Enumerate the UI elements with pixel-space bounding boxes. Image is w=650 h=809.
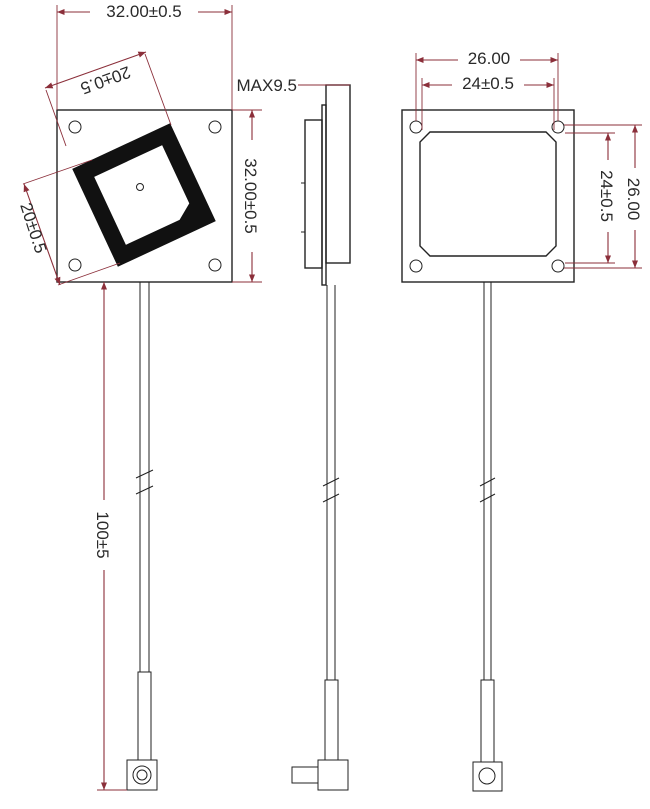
back-view: 26.00 24±0.5 24±0.5 26.00 [401,48,645,792]
patch-top-ext-right [144,53,172,126]
back-hole-bottom-left [409,259,423,273]
front-hole-top-left [68,120,82,134]
side-connector-plug [291,766,319,784]
front-connector-sleeve [137,671,152,761]
patch-side-ext-bottom [57,262,121,286]
side-view: MAX9.5 [237,76,351,791]
front-connector-pin [136,769,148,781]
back-inner-width-dim-label: 24±0.5 [462,74,514,93]
side-housing [325,84,351,264]
front-hole-top-right [208,120,222,134]
back-inner-height-dim-label: 24±0.5 [597,170,616,222]
patch-top-dim-line [44,51,147,89]
back-hole-bottom-right [551,259,565,273]
front-width-dim-label: 32.00±0.5 [106,2,182,21]
back-hole-top-left [409,120,423,134]
patch-side-dim-label: 20±0.5 [16,200,50,255]
side-connector-body [317,759,349,791]
back-outer-width-dim-label: 26.00 [468,49,511,68]
ceramic-patch [72,123,216,267]
front-cable-break [135,469,154,495]
front-width-label-bg [90,2,198,21]
patch-side-ext-top [22,159,93,185]
feed-point [136,183,144,191]
patch-top-ext-left [45,89,67,147]
front-connector-ring [132,765,152,785]
back-connector-ring [478,767,496,785]
patch-inner-face [92,143,191,247]
front-height-label-bg [242,140,262,252]
front-hole-bottom-left [68,258,82,272]
back-outer-width-label-bg [458,48,520,67]
back-outer-height-dim-label: 26.00 [624,178,643,221]
side-connector-sleeve [324,679,339,761]
patch-side-dim-line [23,183,61,286]
back-connector-sleeve [480,679,495,763]
front-height-dim-label: 32.00±0.5 [241,158,260,234]
cable-length-dim-label: 100±5 [93,511,112,558]
side-patch [304,119,323,269]
patch-top-dim-label: 20±0.5 [78,62,133,98]
front-hole-bottom-right [208,258,222,272]
front-connector-body [126,759,158,791]
back-inner-height-label-bg [598,160,618,232]
back-cable-break [479,477,496,503]
back-connector-body [472,761,503,792]
back-shield-outline [419,131,557,257]
side-thickness-label: MAX9.5 [237,76,297,95]
cable-length-label-bg [94,500,114,570]
front-view: 20±0.5 20±0.5 32.00±0.5 32.00±0.5 100±5 [16,2,262,791]
back-inner-width-label-bg [452,73,524,92]
back-outer-height-label-bg [625,168,645,230]
side-cable-break [322,477,340,503]
back-board-outline [401,109,575,283]
